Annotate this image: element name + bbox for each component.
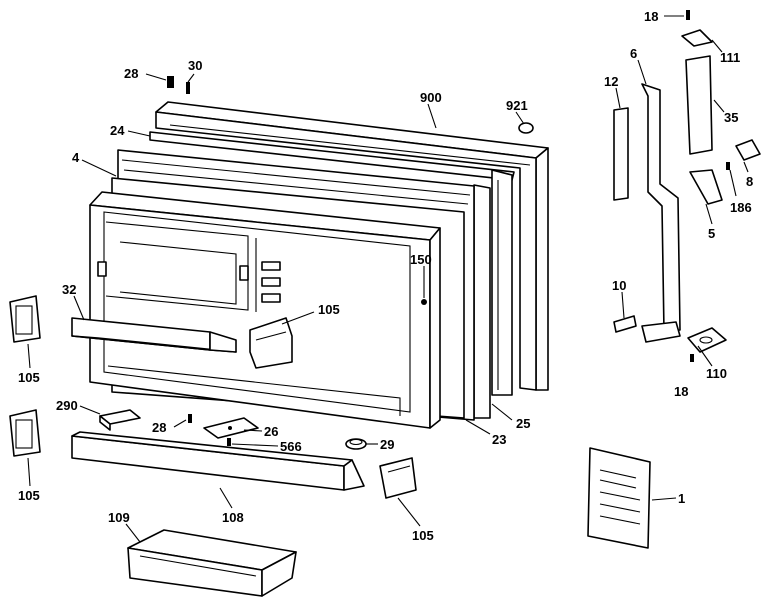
bin-clip-105-lower-left [9, 409, 41, 457]
channel-35 [685, 55, 713, 155]
owner-manual-booklet [587, 447, 651, 549]
hinge-rod-6 [641, 83, 681, 343]
callout-105-right: 105 [412, 528, 434, 543]
callout-105-center: 105 [318, 302, 340, 317]
callout-18-bottom: 18 [674, 384, 688, 399]
bracket-111 [681, 29, 713, 47]
callout-4: 4 [72, 150, 80, 165]
plate-26 [203, 417, 259, 439]
bracket-5 [689, 169, 723, 205]
callout-labels: 18 111 28 30 900 921 12 6 35 24 4 8 186 … [18, 9, 753, 543]
shelf-rail-108 [71, 431, 365, 491]
callout-30: 30 [188, 58, 202, 73]
hinge-12 [613, 107, 629, 201]
callout-18-top: 18 [644, 9, 658, 24]
callout-26: 26 [264, 424, 278, 439]
block-290 [99, 409, 141, 431]
bin-clip-105-upper-left [9, 295, 41, 343]
callout-8: 8 [746, 174, 753, 189]
leader-lines [27, 15, 749, 543]
callout-921: 921 [506, 98, 528, 113]
callout-111: 111 [720, 50, 740, 65]
callout-12: 12 [604, 74, 618, 89]
bin-109 [127, 529, 297, 597]
callout-5: 5 [708, 226, 715, 241]
callout-105-upper-left: 105 [18, 370, 40, 385]
callout-186: 186 [730, 200, 752, 215]
callout-290: 290 [56, 398, 78, 413]
bracket-10 [613, 315, 637, 333]
callout-150: 150 [410, 252, 432, 267]
callout-1: 1 [678, 491, 685, 506]
outer-door-panel [155, 101, 549, 391]
screw-fasteners [167, 10, 730, 446]
callout-110: 110 [706, 366, 727, 381]
callout-109: 109 [108, 510, 130, 525]
callout-28-top: 28 [124, 66, 138, 81]
callout-29: 29 [380, 437, 394, 452]
door-liner [89, 191, 441, 429]
hinge-plate-110 [687, 327, 727, 353]
callout-10: 10 [612, 278, 626, 293]
bin-clip-105-right [379, 457, 417, 499]
callout-23: 23 [492, 432, 506, 447]
callout-105-lower-left: 105 [18, 488, 40, 503]
callout-35: 35 [724, 110, 738, 125]
callout-566: 566 [280, 439, 302, 454]
bin-105-center [249, 317, 293, 369]
callout-25: 25 [516, 416, 530, 431]
callout-28-bottom: 28 [152, 420, 166, 435]
plug-29 [345, 438, 367, 450]
callout-24: 24 [110, 123, 125, 138]
callout-900: 900 [420, 90, 442, 105]
shelf-rail-upper [71, 317, 237, 353]
plate-8 [735, 139, 761, 161]
callout-108: 108 [222, 510, 244, 525]
door-side-frames [473, 169, 513, 419]
callout-32: 32 [62, 282, 76, 297]
callout-6: 6 [630, 46, 637, 61]
